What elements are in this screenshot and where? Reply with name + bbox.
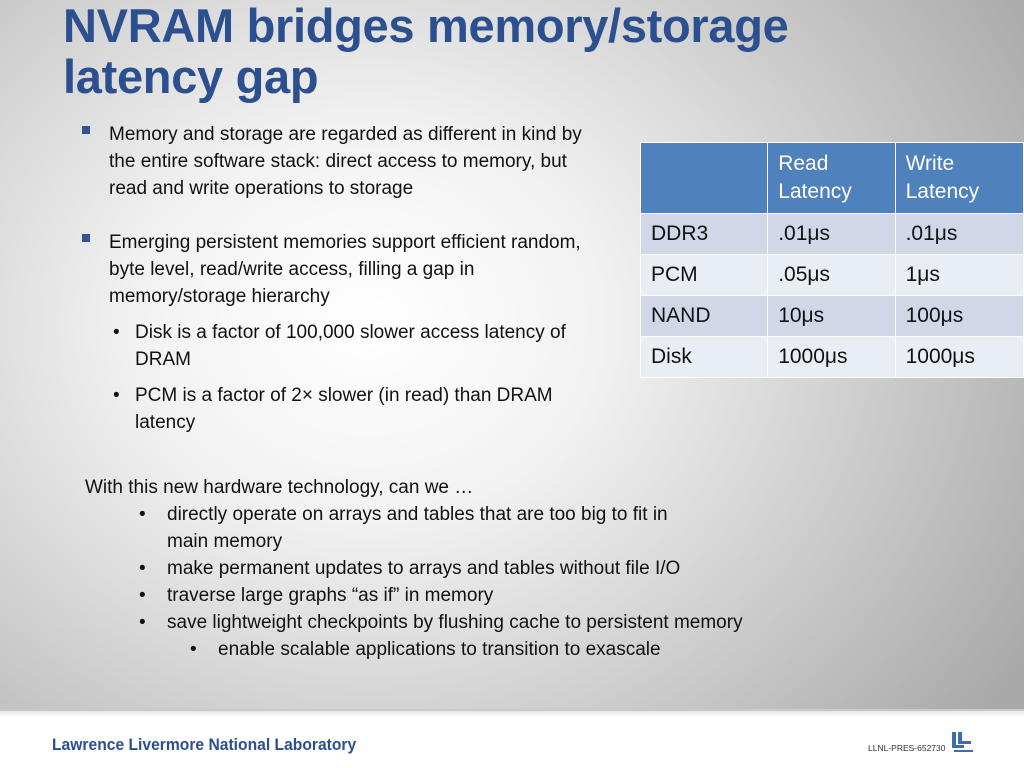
table-header-row: Read Latency Write Latency	[639, 142, 1024, 214]
table-cell: NAND	[639, 295, 769, 337]
dot-bullet-icon: •	[139, 585, 146, 606]
table-row: NAND 10μs 100μs	[639, 295, 1024, 337]
dot-bullet-icon: •	[139, 612, 146, 633]
table-cell: Disk	[639, 336, 769, 378]
slide-title-line: latency gap	[63, 50, 319, 103]
question-item-text: directly operate on arrays and tables th…	[167, 504, 668, 552]
bullet-item: ■ Emerging persistent memories support e…	[80, 229, 605, 436]
dot-bullet-icon: •	[113, 322, 120, 343]
slide-title: NVRAM bridges memory/storage latency gap	[63, 0, 963, 102]
question-item: • save lightweight checkpoints by flushi…	[138, 609, 938, 636]
table-cell: .01μs	[767, 213, 896, 255]
table-row: Disk 1000μs 1000μs	[639, 336, 1024, 378]
square-bullet-icon: ■	[82, 234, 90, 242]
bullet-text: Memory and storage are regarded as diffe…	[109, 124, 582, 199]
dot-bullet-icon: •	[139, 504, 146, 525]
slide-title-line: NVRAM bridges memory/storage	[63, 0, 789, 52]
sub-bullet-list: • Disk is a factor of 100,000 slower acc…	[109, 319, 605, 436]
table-cell: 10μs	[767, 295, 896, 337]
table-header-cell: Read Latency	[767, 142, 896, 214]
question-subitem-text: enable scalable applications to transiti…	[218, 639, 661, 660]
question-item-text: save lightweight checkpoints by flushing…	[167, 612, 743, 633]
sub-bullet-text: PCM is a factor of 2× slower (in read) t…	[135, 385, 553, 433]
table-header-cell	[639, 142, 769, 214]
footer-doc-id: LLNL-PRES-652730	[868, 743, 946, 753]
square-bullet-icon: ■	[82, 126, 90, 134]
dot-bullet-icon: •	[113, 385, 120, 406]
footer-band	[0, 709, 1024, 768]
table-row: PCM .05μs 1μs	[639, 254, 1024, 296]
llnl-logo-icon	[952, 732, 973, 752]
table-cell: .01μs	[894, 213, 1024, 255]
question-item-text: traverse large graphs “as if” in memory	[167, 585, 494, 606]
question-item-text: make permanent updates to arrays and tab…	[167, 558, 681, 579]
question-item: • make permanent updates to arrays and t…	[138, 555, 938, 582]
table-cell: 1000μs	[894, 336, 1024, 378]
sub-bullet-text: Disk is a factor of 100,000 slower acces…	[135, 322, 566, 370]
question-text: With this new hardware technology, can w…	[85, 477, 474, 498]
table-cell: .05μs	[767, 254, 896, 296]
footer-lab-name: Lawrence Livermore National Laboratory	[52, 735, 357, 754]
question-subitem: • enable scalable applications to transi…	[189, 636, 938, 663]
table-header-cell: Write Latency	[894, 142, 1024, 214]
table-cell: 1μs	[894, 254, 1024, 296]
table-cell: 1000μs	[767, 336, 896, 378]
bullet-item: ■ Memory and storage are regarded as dif…	[80, 121, 605, 202]
sub-bullet-item: • PCM is a factor of 2× slower (in read)…	[109, 382, 605, 436]
bullet-text: Emerging persistent memories support eff…	[109, 232, 581, 307]
dot-bullet-icon: •	[190, 639, 197, 660]
table-cell: 100μs	[894, 295, 1024, 337]
sub-bullet-item: • Disk is a factor of 100,000 slower acc…	[109, 319, 605, 373]
question-item: • traverse large graphs “as if” in memor…	[138, 582, 938, 609]
table-cell: DDR3	[639, 213, 769, 255]
question-item: • directly operate on arrays and tables …	[138, 501, 938, 555]
latency-table: Read Latency Write Latency DDR3 .01μs .0…	[639, 142, 1024, 378]
table-row: DDR3 .01μs .01μs	[639, 213, 1024, 255]
table-cell: PCM	[639, 254, 769, 296]
dot-bullet-icon: •	[139, 558, 146, 579]
question-list: • directly operate on arrays and tables …	[138, 501, 938, 663]
main-bullet-list: ■ Memory and storage are regarded as dif…	[80, 121, 605, 445]
